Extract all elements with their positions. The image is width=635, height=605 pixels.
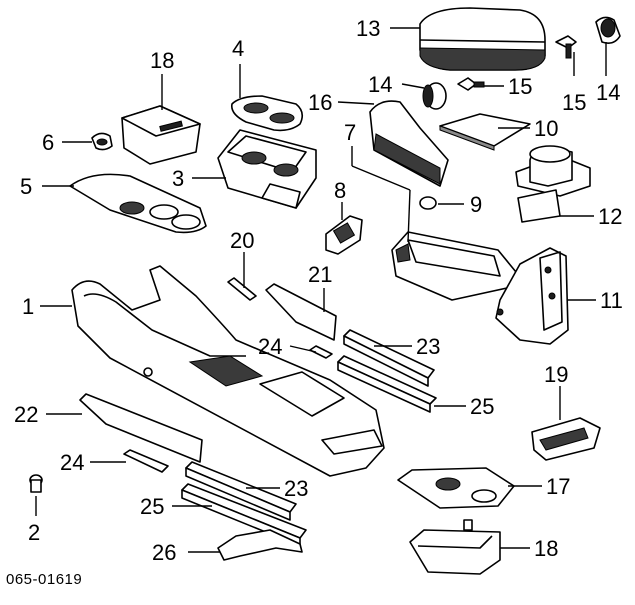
part-15-clip <box>555 35 577 59</box>
part-10-pad <box>439 113 531 151</box>
part-25-strip <box>337 355 437 413</box>
part-17-cupholder-insert <box>397 467 515 509</box>
callout-labels: 13 18 4 15 14 14 15 16 7 10 6 3 5 8 9 12… <box>6 16 623 588</box>
callout-26: 26 <box>152 540 176 565</box>
part-7-tray <box>391 231 517 301</box>
callout-7: 7 <box>344 120 356 145</box>
callout-4: 4 <box>232 36 244 61</box>
callout-19: 18 <box>150 48 174 73</box>
part-23-strip <box>343 329 435 387</box>
callout-25-lower: 25 <box>140 494 164 519</box>
callout-14-top: 14 <box>596 80 620 105</box>
diagram-code: 065-01619 <box>6 571 82 588</box>
callout-2: 2 <box>28 520 40 545</box>
part-6-cap <box>91 132 113 151</box>
part-8-switch-bezel <box>325 215 363 255</box>
callout-14-mid: 14 <box>368 72 392 97</box>
part-26-bracket <box>217 529 303 561</box>
part-19-storage-box <box>121 105 201 165</box>
callout-17: 17 <box>546 474 570 499</box>
callout-1: 1 <box>22 294 34 319</box>
part-24-pad-lower <box>123 449 169 473</box>
part-13-armrest-lid <box>419 7 546 71</box>
part-22-pad-lower <box>79 393 203 463</box>
callout-3: 3 <box>172 166 184 191</box>
callout-13: 13 <box>356 16 380 41</box>
part-21-strip <box>227 277 257 301</box>
callout-9: 9 <box>470 192 482 217</box>
callout-6: 6 <box>42 130 54 155</box>
part-22-pad <box>265 283 337 341</box>
part-23-lower-strip <box>185 461 297 521</box>
callout-5: 5 <box>20 174 32 199</box>
callout-22-upper: 21 <box>308 262 332 287</box>
callout-10: 10 <box>534 116 558 141</box>
part-4-cupholder-ring <box>230 95 304 132</box>
callout-24-upper: 24 <box>258 334 282 359</box>
callout-20: 19 <box>544 362 568 387</box>
part-3-cupholder-box <box>217 129 317 209</box>
part-14-knob <box>595 16 621 44</box>
part-5-bezel-plate <box>69 173 207 234</box>
callout-25-upper: 25 <box>470 394 494 419</box>
part-15-clip-small <box>457 77 485 91</box>
part-12-bracket <box>515 145 591 223</box>
leader-lines <box>35 27 607 553</box>
part-2-bolt <box>29 474 43 493</box>
callout-8: 8 <box>334 178 346 203</box>
callout-21: 20 <box>230 228 254 253</box>
callout-15-mid: 15 <box>508 74 532 99</box>
callout-18-text: 18 <box>534 536 558 561</box>
callout-23-lower: 23 <box>284 476 308 501</box>
part-16-lid <box>369 100 449 187</box>
part-24-pad <box>309 345 333 359</box>
part-20-box <box>531 417 601 461</box>
callout-24-lower: 24 <box>60 450 84 475</box>
callout-16: 16 <box>308 90 332 115</box>
part-14-knob-small <box>422 82 447 110</box>
part-18-bracket <box>409 519 501 575</box>
callout-12: 12 <box>598 204 622 229</box>
part-1-main-console <box>71 265 385 477</box>
callout-23-upper: 23 <box>416 334 440 359</box>
callout-15-top: 15 <box>562 90 586 115</box>
callout-22-lower: 22 <box>14 402 38 427</box>
callout-11: 11 <box>600 288 623 313</box>
part-11-bracket <box>495 247 569 345</box>
part-9-plug <box>419 196 437 210</box>
